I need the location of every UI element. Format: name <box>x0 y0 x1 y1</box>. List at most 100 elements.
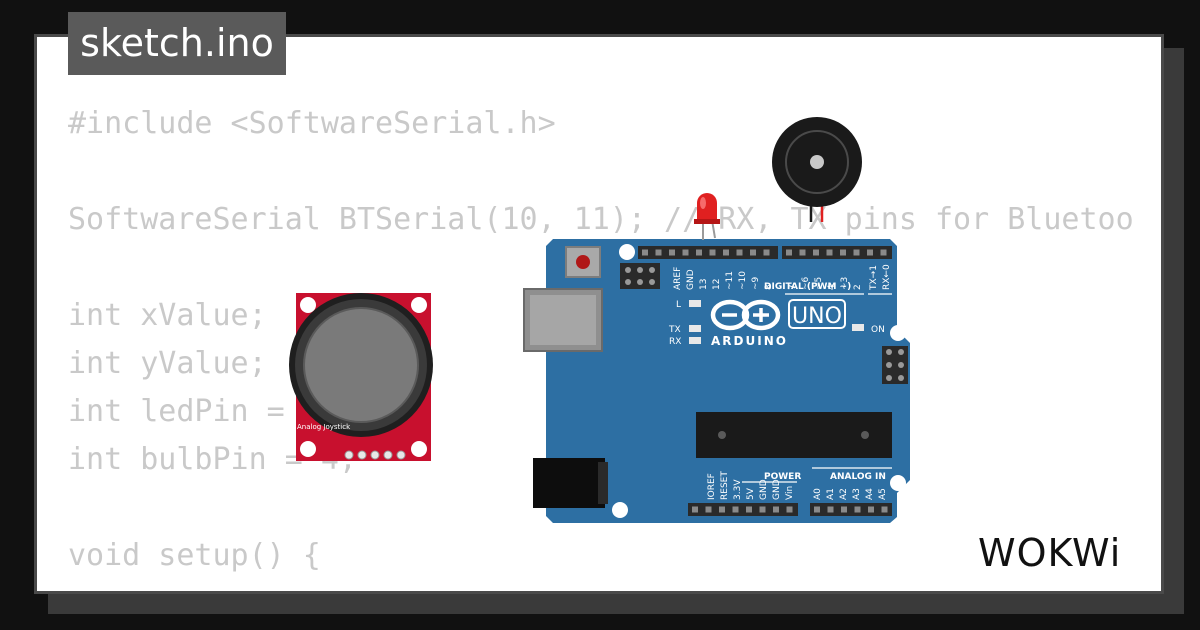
pin-label: IOREF <box>707 473 717 500</box>
header-pin[interactable] <box>841 506 847 513</box>
buzzer-ring <box>785 130 849 194</box>
joystick-module[interactable]: Analog Joystick <box>289 293 433 461</box>
header-pin[interactable] <box>773 506 779 513</box>
led-on-label: ON <box>871 325 885 335</box>
header-pin[interactable] <box>696 249 702 256</box>
led-on <box>852 324 864 331</box>
pin-label: ~11 <box>725 271 735 290</box>
pin-label: 2 <box>853 284 863 290</box>
joystick-pin[interactable] <box>370 450 380 460</box>
uno-model-text: UNO <box>792 304 842 329</box>
header-pin[interactable] <box>786 506 793 513</box>
pin-label: AREF <box>673 267 683 290</box>
piezo-buzzer[interactable] <box>772 117 862 222</box>
pin-label: Vin <box>785 486 795 500</box>
header-pin[interactable] <box>881 506 888 513</box>
header-pin[interactable] <box>813 249 819 256</box>
header-pin[interactable] <box>814 506 820 513</box>
code-line: #include <SoftwareSerial.h> <box>68 106 556 141</box>
joystick-pin[interactable] <box>396 450 406 460</box>
atmega-chip <box>696 412 892 458</box>
pin-label: A5 <box>878 488 888 500</box>
header-pin[interactable] <box>750 249 756 256</box>
led-dome <box>697 193 717 221</box>
header-pin[interactable] <box>853 249 860 256</box>
code-line: int yValue; <box>68 346 267 381</box>
wokwi-logo-text: WOKWi <box>978 531 1121 574</box>
code-line: BTSerial.begin(9600); <box>68 580 1132 590</box>
pin-label: GND <box>772 479 782 500</box>
sketch-filename-tab: sketch.ino <box>68 12 286 75</box>
pin-label: A3 <box>852 488 862 500</box>
analog-header <box>810 503 892 516</box>
led-highlight <box>700 197 706 209</box>
header-pin[interactable] <box>692 506 698 513</box>
joystick-mount-hole <box>300 441 316 457</box>
header-pin[interactable] <box>759 506 766 513</box>
led-l-label: L <box>676 300 681 310</box>
header-pin[interactable] <box>786 249 792 256</box>
reset-button-cap[interactable] <box>576 255 590 269</box>
board-mount-hole <box>890 325 906 341</box>
header-pin[interactable] <box>868 506 874 513</box>
arduino-brand-text: ARDUINO <box>711 334 788 348</box>
power-label: POWER <box>764 472 801 482</box>
led-tx <box>689 325 701 332</box>
joystick-knob[interactable] <box>303 307 419 423</box>
header-pin[interactable] <box>867 249 873 256</box>
wokwi-logo: WOKWi <box>978 531 1121 574</box>
header-pin[interactable] <box>682 249 689 256</box>
joystick-pin[interactable] <box>357 450 367 460</box>
header-pin[interactable] <box>840 249 846 256</box>
header-pin[interactable] <box>746 506 752 513</box>
header-pin[interactable] <box>642 249 648 256</box>
header-pin[interactable] <box>827 506 834 513</box>
header-pin[interactable] <box>655 249 662 256</box>
header-pin[interactable] <box>705 506 712 513</box>
power-jack <box>533 458 605 508</box>
led-l <box>689 300 701 307</box>
header-pin[interactable] <box>826 249 833 256</box>
header-pin[interactable] <box>799 249 806 256</box>
header-pin[interactable] <box>669 249 675 256</box>
code-line: void setup() { <box>68 538 321 573</box>
header-pin[interactable] <box>736 249 743 256</box>
power-jack-lip <box>598 462 608 504</box>
joystick-pin[interactable] <box>344 450 354 460</box>
pin-label: A2 <box>839 488 849 500</box>
analog-in-label: ANALOG IN <box>830 472 886 482</box>
led-rx-label: RX <box>669 337 681 347</box>
header-pin[interactable] <box>719 506 725 513</box>
pin-label: 12 <box>712 279 722 290</box>
led-rx <box>689 337 701 344</box>
digital-pwm-label: DIGITAL (PWM ~) <box>764 282 851 292</box>
pin-label: ~5 <box>814 277 824 290</box>
digital-header-right <box>782 246 892 259</box>
header-pin[interactable] <box>854 506 861 513</box>
led-rim <box>694 219 720 224</box>
bottom-pin-holes <box>692 506 888 513</box>
pin-label: ~9 <box>751 276 761 290</box>
header-pin[interactable] <box>880 249 887 256</box>
pin-label: RESET <box>720 471 730 500</box>
header-pin[interactable] <box>763 249 770 256</box>
pin-label: 7 <box>788 284 798 290</box>
joystick-pin[interactable] <box>383 450 393 460</box>
pin-label: 13 <box>699 279 709 290</box>
header-pin[interactable] <box>709 249 716 256</box>
digital-header-left <box>638 246 778 259</box>
pin-label: A1 <box>826 488 836 500</box>
header-pin[interactable] <box>723 249 729 256</box>
board-mount-hole <box>612 502 628 518</box>
joystick-pins <box>344 450 406 460</box>
digital-pin-holes <box>642 249 887 256</box>
red-led[interactable] <box>694 193 720 240</box>
header-pin[interactable] <box>732 506 739 513</box>
joystick-mount-hole <box>300 297 316 313</box>
code-line: int xValue; <box>68 298 267 333</box>
code-line: int bulbPin = 4; <box>68 442 357 477</box>
pin-label: 4 <box>827 284 837 290</box>
